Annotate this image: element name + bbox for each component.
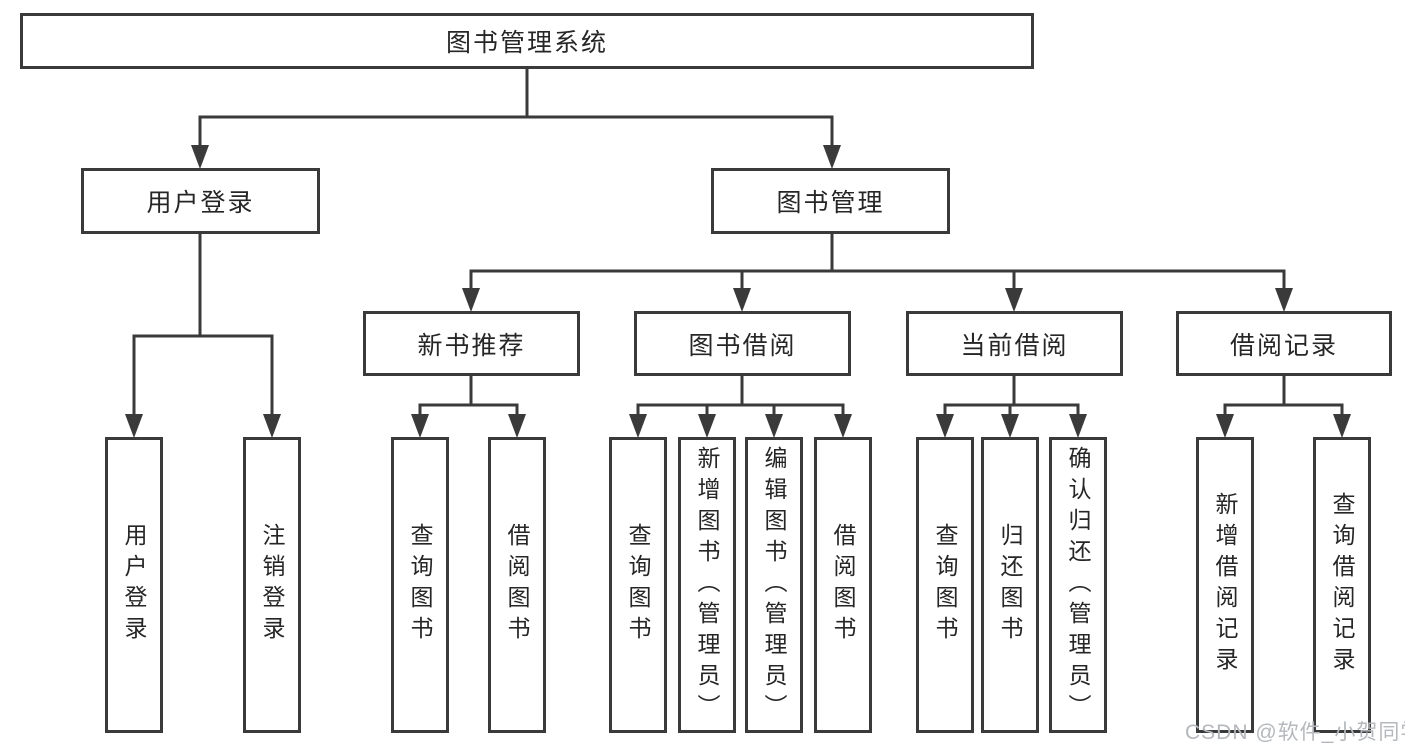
leaf-cb-confirm-return-admin: 确认归还（管理员） (1049, 437, 1107, 733)
arrowhead-bb-add (698, 414, 716, 438)
node-new-book-recommend: 新书推荐 (363, 311, 580, 376)
edge-borrow-records-to-leaves (1223, 376, 1344, 415)
node-book-borrow: 图书借阅 (634, 311, 851, 376)
arrowhead-cb-return (1001, 414, 1019, 438)
leaf-br-add-borrow-record: 新增借阅记录 (1196, 437, 1254, 733)
arrowhead-bb-edit (765, 414, 783, 438)
node-borrow-records: 借阅记录 (1176, 311, 1392, 376)
arrowhead-bb-query (629, 414, 647, 438)
leaf-nbr-query-books: 查询图书 (391, 437, 449, 733)
edge-current-borrow-to-leaves (943, 376, 1080, 415)
arrowhead-cb-query (936, 414, 954, 438)
arrowhead-new-book-recommend (462, 288, 480, 312)
edge-book-borrow-to-leaves (636, 376, 845, 415)
edge-new-book-recommend-to-leaves (418, 376, 519, 415)
arrowhead-book-borrow (733, 288, 751, 312)
leaf-nbr-borrow-books: 借阅图书 (488, 437, 546, 733)
leaf-br-query-borrow-record: 查询借阅记录 (1313, 437, 1371, 733)
leaf-cb-return-books: 归还图书 (981, 437, 1039, 733)
leaf-cb-query-books: 查询图书 (916, 437, 974, 733)
arrowhead-leaf-logout (263, 414, 281, 438)
node-user-login: 用户登录 (81, 168, 320, 234)
arrowhead-nbr-borrow (508, 414, 526, 438)
edge-root-to-level2 (198, 69, 834, 146)
leaf-bb-borrow-books: 借阅图书 (814, 437, 872, 733)
arrowhead-br-add (1216, 414, 1234, 438)
arrowhead-current-borrow (1005, 288, 1023, 312)
arrowhead-book-management (823, 145, 841, 169)
arrowhead-borrow-records (1275, 288, 1293, 312)
leaf-bb-edit-books-admin: 编辑图书（管理员） (745, 437, 803, 733)
edge-book-management-to-level3 (469, 234, 1286, 290)
leaf-user-login: 用户登录 (105, 437, 163, 733)
leaf-bb-add-books-admin: 新增图书（管理员） (678, 437, 736, 733)
leaf-bb-query-books: 查询图书 (609, 437, 667, 733)
node-book-management: 图书管理 (711, 168, 950, 234)
leaf-logout-login: 注销登录 (243, 437, 301, 733)
arrowhead-nbr-query (411, 414, 429, 438)
arrowhead-user-login (191, 145, 209, 169)
node-current-borrow: 当前借阅 (906, 311, 1123, 376)
node-root-library-system: 图书管理系统 (20, 13, 1034, 69)
arrowhead-br-query (1333, 414, 1351, 438)
edge-user-login-to-leaves (132, 234, 274, 415)
arrowhead-leaf-user-login (125, 414, 143, 438)
arrowhead-cb-confirm (1069, 414, 1087, 438)
arrowhead-bb-borrow (834, 414, 852, 438)
csdn-watermark: CSDN @软件_小贺同学 (1185, 721, 1405, 744)
